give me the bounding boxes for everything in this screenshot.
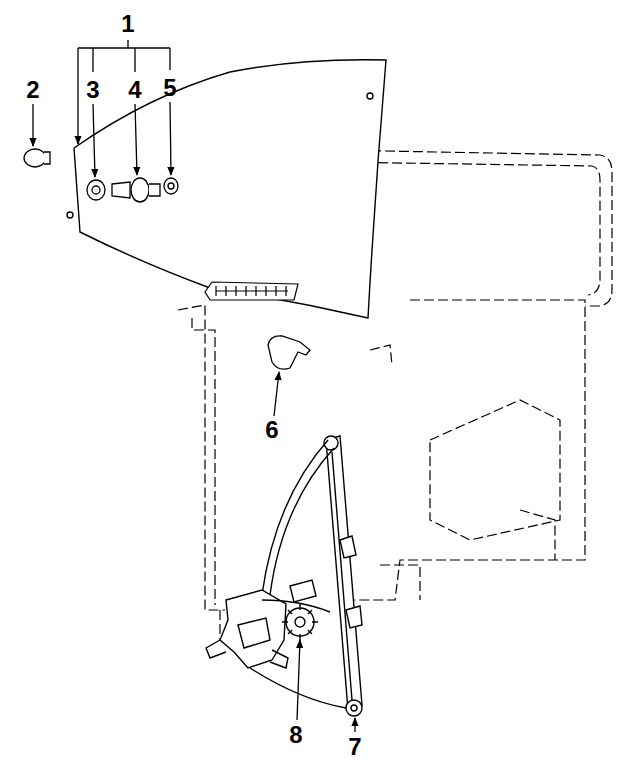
glass-channel [205,282,298,300]
callout-number: 7 [348,735,361,759]
callout-number: 2 [26,78,39,102]
glass-fasteners [24,149,178,202]
callout-number: 4 [128,78,141,102]
window-regulator [206,436,362,716]
callout-number: 5 [163,76,176,100]
callout-number: 3 [86,78,99,102]
door-glass [67,60,386,318]
callout-number: 6 [265,418,278,442]
callout-number: 1 [121,12,134,36]
callout-number: 8 [289,723,302,747]
leader-lines [33,40,355,732]
glass-guide [268,336,310,369]
